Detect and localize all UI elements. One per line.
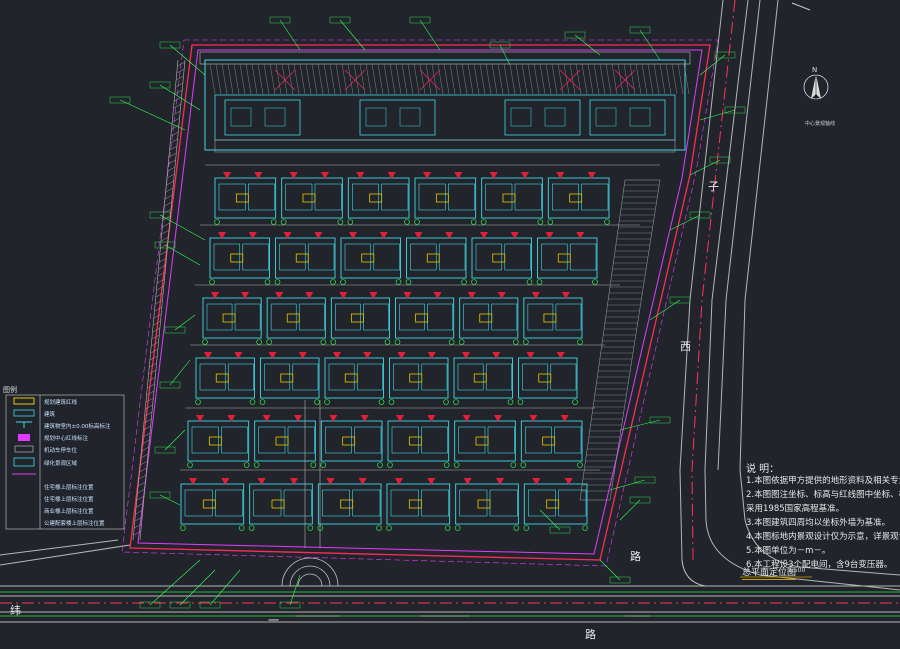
internal-roads — [180, 164, 660, 548]
north-arrow — [803, 74, 829, 100]
residential-building — [340, 232, 402, 285]
plan-title: 总平面定位图 — [742, 565, 797, 580]
note-line-4: 3.本图建筑四周均以坐标外墙为基准。 — [746, 518, 891, 528]
residential-building — [386, 478, 451, 531]
road-label-xi: 西 — [680, 340, 691, 353]
residential-building — [547, 172, 610, 225]
residential-building — [180, 478, 245, 531]
legend-symbols — [12, 397, 36, 475]
residential-building — [480, 172, 544, 225]
residential-building — [330, 292, 391, 345]
residential-building — [187, 415, 250, 468]
residential-building — [259, 352, 320, 405]
residential-building — [454, 478, 520, 531]
notes-title: 说 明： — [746, 464, 780, 475]
residential-building — [266, 292, 327, 345]
legend-item: 公建配套楼上层标注位置 — [44, 521, 105, 527]
residential-building — [405, 232, 467, 285]
residential-building — [202, 292, 262, 345]
callout-leaders — [109, 16, 746, 609]
residential-building — [388, 352, 449, 405]
commercial-unit — [359, 99, 436, 136]
residential-building — [414, 172, 477, 225]
residential-building — [536, 232, 598, 285]
residential-building — [248, 478, 314, 531]
road-label-lu-lower: 路 — [585, 628, 596, 641]
residential-building — [347, 172, 410, 225]
road-label-lu-upper: 路 — [630, 550, 641, 563]
note-line-6: 5.本图单位为－m－。 — [746, 546, 831, 556]
commercial-marker — [559, 69, 581, 91]
lower-road — [0, 585, 900, 623]
commercial-marker — [614, 69, 636, 91]
legend-item: 住宅楼上层标注位置 — [44, 497, 94, 503]
residential-building — [394, 292, 455, 345]
commercial-marker — [344, 69, 366, 91]
residential-building — [517, 352, 578, 405]
legend-title: 图例 — [3, 386, 17, 394]
right-road — [679, 0, 900, 591]
residential-building — [471, 232, 533, 285]
residential-building — [520, 415, 583, 468]
main-entrance — [281, 557, 339, 587]
residential-building — [209, 232, 271, 285]
commercial-unit — [224, 99, 301, 136]
right-parking — [579, 179, 661, 501]
legend-item: 机动车停车位 — [44, 448, 78, 454]
left-road — [0, 539, 131, 566]
north-note: 中心景观轴线 — [805, 121, 836, 127]
residential-building — [523, 478, 588, 531]
residential-building — [320, 415, 383, 468]
note-line-1: 1.本图依据甲方提供的地形资料及相关专业图纸 — [746, 476, 900, 486]
note-line-2: 2.本图图注坐标、标高与红线图中坐标、标高系 — [746, 490, 900, 500]
note-line-5: 4.本图标地内景观设计仅为示意，详景观专业图 — [746, 532, 900, 542]
residential-building — [253, 415, 317, 468]
road-label-zi: 子 — [708, 180, 719, 193]
residential-building — [324, 352, 385, 405]
legend-box — [5, 394, 125, 530]
legend-item: 规划建筑红线 — [44, 400, 78, 406]
residential-building — [214, 172, 277, 225]
left-hatch — [132, 59, 186, 541]
road-label-wei: 纬 — [10, 604, 21, 617]
note-line-7: 6.本工程设3个配电间，含9台变压器。 — [746, 560, 893, 570]
note-line-3: 采用1985国家高程基准。 — [746, 504, 845, 514]
residential-building — [387, 415, 450, 468]
road-label-yi: 一 — [268, 614, 279, 627]
legend-item: 建筑 — [44, 412, 56, 418]
residential-building — [280, 172, 344, 225]
legend-item: 商业楼上层标注位置 — [44, 509, 94, 515]
plan-scale: 1:500 — [788, 567, 806, 574]
top-commercial-building — [199, 51, 691, 153]
residential-building — [317, 478, 382, 531]
legend-item: 建筑物室内±0.00标高标注 — [44, 424, 111, 430]
residential-building — [458, 292, 519, 345]
residential-building — [274, 232, 336, 285]
legend-item: 规划中心红线标注 — [44, 436, 89, 442]
residential-building — [453, 352, 514, 405]
residential-building — [453, 415, 517, 468]
corner-curve — [681, 2, 811, 587]
legend-item: 绿化景观区域 — [44, 461, 78, 467]
residential-building — [523, 292, 583, 345]
commercial-unit — [504, 99, 581, 136]
legend-item: 住宅楼上层标注位置 — [44, 485, 94, 491]
commercial-marker — [419, 69, 441, 91]
residential-blocks — [180, 69, 666, 531]
residential-building — [195, 352, 256, 405]
commercial-unit — [589, 99, 666, 136]
north-label: N — [812, 66, 818, 74]
commercial-marker — [274, 69, 296, 91]
